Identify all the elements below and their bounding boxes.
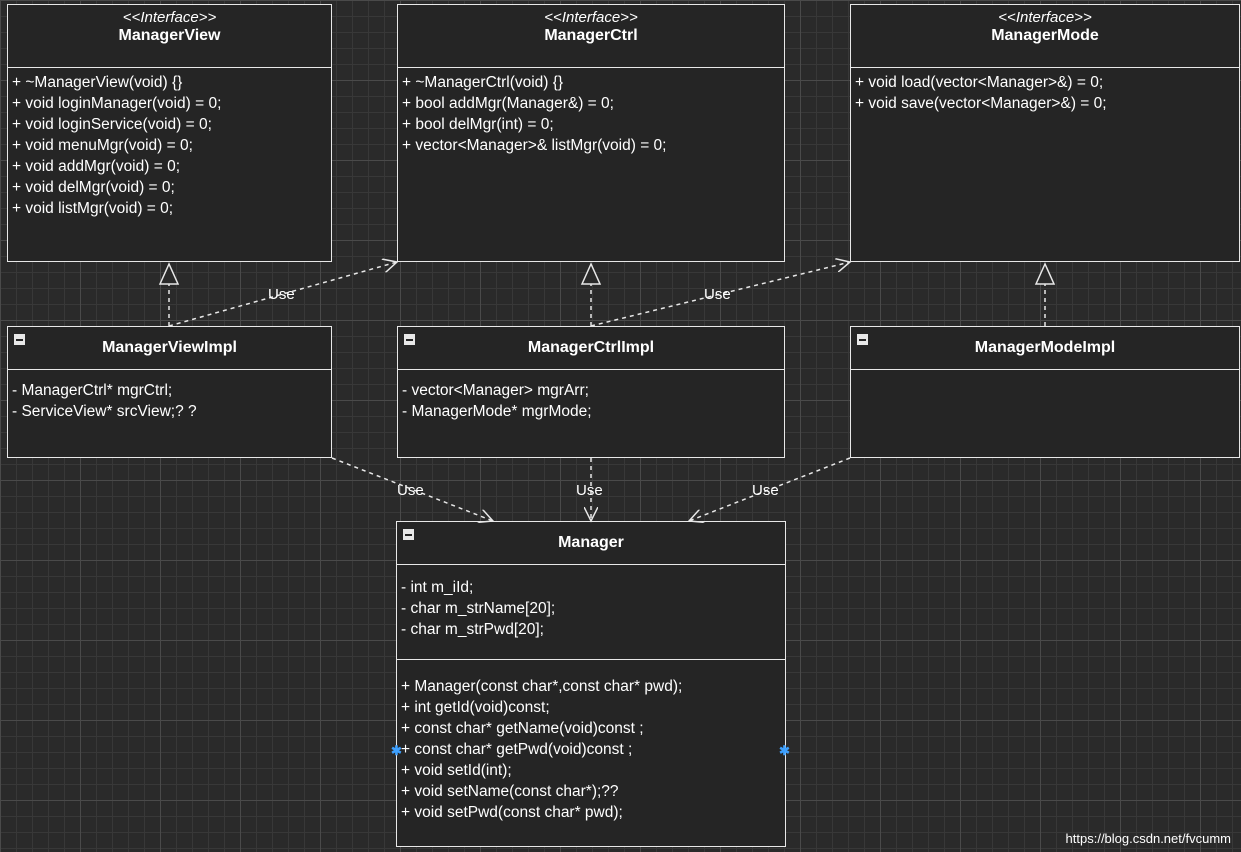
attribute-list: - ManagerCtrl* mgrCtrl; - ServiceView* sr… — [8, 370, 331, 426]
attribute-list: - int m_iId; - char m_strName[20]; - char … — [397, 565, 785, 659]
class-managerview[interactable]: <<Interface>> ManagerView + ~ManagerView… — [7, 4, 332, 262]
class-managerctrlimpl[interactable]: ManagerCtrlImpl - vector<Manager> mgrArr… — [397, 326, 785, 458]
method-item: + vector<Manager>& listMgr(void) = 0; — [402, 137, 667, 154]
method-item: + ~ManagerView(void) {} — [12, 74, 183, 91]
realization-arrowhead-ctrl — [580, 262, 602, 285]
class-managermode[interactable]: <<Interface>> ManagerMode + void load(ve… — [850, 4, 1240, 262]
collapse-icon[interactable] — [857, 334, 868, 345]
attribute-item: - ManagerMode* mgrMode; — [402, 403, 592, 420]
realization-arrowhead-view — [158, 262, 180, 285]
method-item: + void save(vector<Manager>&) = 0; — [855, 95, 1107, 112]
method-item: + const char* getPwd(void)const ; — [401, 741, 633, 758]
method-list: + Manager(const char*,const char* pwd); +… — [397, 659, 785, 827]
collapse-icon[interactable] — [14, 334, 25, 345]
method-item: + bool delMgr(int) = 0; — [402, 116, 554, 133]
method-item: + void loginManager(void) = 0; — [12, 95, 222, 112]
method-item: + int getId(void)const; — [401, 699, 550, 716]
attribute-item: - char m_strPwd[20]; — [401, 621, 544, 638]
class-name: ManagerViewImpl — [102, 339, 237, 356]
class-managerctrl[interactable]: <<Interface>> ManagerCtrl + ~ManagerCtrl… — [397, 4, 785, 262]
stereotype-label: <<Interface>> — [122, 9, 217, 26]
realization-arrowhead-mode — [1034, 262, 1056, 285]
collapse-icon[interactable] — [403, 529, 414, 540]
attribute-item: - ServiceView* srcView;? ? — [12, 403, 197, 420]
class-name: Manager — [558, 534, 624, 551]
use-line-view-manager — [331, 457, 493, 521]
method-item: + void delMgr(void) = 0; — [12, 179, 175, 196]
method-item: + void loginService(void) = 0; — [12, 116, 212, 133]
selection-handle-icon[interactable]: ✱ — [391, 743, 402, 758]
class-header: <<Interface>> ManagerMode — [851, 5, 1239, 68]
use-label: Use — [704, 286, 731, 303]
attribute-item: - vector<Manager> mgrArr; — [402, 382, 589, 399]
selection-handle-icon[interactable]: ✱ — [779, 743, 790, 758]
class-managerviewimpl[interactable]: ManagerViewImpl - ManagerCtrl* mgrCtrl;-… — [7, 326, 332, 458]
credit-watermark: https://blog.csdn.net/fvcumm — [1065, 831, 1231, 846]
method-item: + Manager(const char*,const char* pwd); — [401, 678, 683, 695]
attribute-item: - char m_strName[20]; — [401, 600, 556, 617]
class-name: ManagerCtrlImpl — [527, 339, 655, 356]
attribute-item: - int m_iId; — [401, 579, 474, 596]
method-item: + void setPwd(const char* pwd); — [401, 804, 623, 821]
method-item: + void addMgr(void) = 0; — [12, 158, 181, 175]
method-item: + void menuMgr(void) = 0; — [12, 137, 193, 154]
method-item: + const char* getName(void)const ; — [401, 720, 644, 737]
class-header: <<Interface>> ManagerCtrl — [398, 5, 784, 68]
method-item: + void setId(int); — [401, 762, 512, 779]
class-header: <<Interface>> ManagerView — [8, 5, 331, 68]
use-label: Use — [752, 482, 779, 499]
use-label: Use — [268, 286, 295, 303]
method-list: + void load(vector<Manager>&) = 0; + void… — [851, 68, 1239, 118]
class-managermodeimpl[interactable]: ManagerModeImpl — [850, 326, 1240, 458]
collapse-icon[interactable] — [404, 334, 415, 345]
method-item: + ~ManagerCtrl(void) {} — [402, 74, 564, 91]
stereotype-label: <<Interface>> — [998, 9, 1092, 26]
class-header: ManagerCtrlImpl — [398, 327, 784, 370]
attribute-item: - ManagerCtrl* mgrCtrl; — [12, 382, 173, 399]
method-item: + void load(vector<Manager>&) = 0; — [855, 74, 1104, 91]
class-header: ManagerViewImpl — [8, 327, 331, 370]
method-list: + ~ManagerView(void) {} + void loginManag… — [8, 68, 331, 223]
class-header: Manager — [397, 522, 785, 565]
class-name: ManagerMode — [991, 27, 1099, 44]
class-manager[interactable]: Manager - int m_iId; - char m_strName[20]… — [396, 521, 786, 847]
class-header: ManagerModeImpl — [851, 327, 1239, 370]
method-item: + void listMgr(void) = 0; — [12, 200, 174, 217]
stereotype-label: <<Interface>> — [544, 9, 638, 26]
method-item: + bool addMgr(Manager&) = 0; — [402, 95, 614, 112]
method-item: + void setName(const char*);?? — [401, 783, 619, 800]
use-line-mode-manager — [689, 457, 851, 521]
class-name: ManagerCtrl — [544, 27, 638, 44]
method-list: + ~ManagerCtrl(void) {} + bool addMgr(Man… — [398, 68, 784, 160]
use-label: Use — [397, 482, 424, 499]
attribute-list: - vector<Manager> mgrArr; - ManagerMode* … — [398, 370, 784, 426]
class-name: ManagerModeImpl — [974, 339, 1116, 356]
class-name: ManagerView — [118, 27, 221, 44]
use-label: Use — [576, 482, 603, 499]
